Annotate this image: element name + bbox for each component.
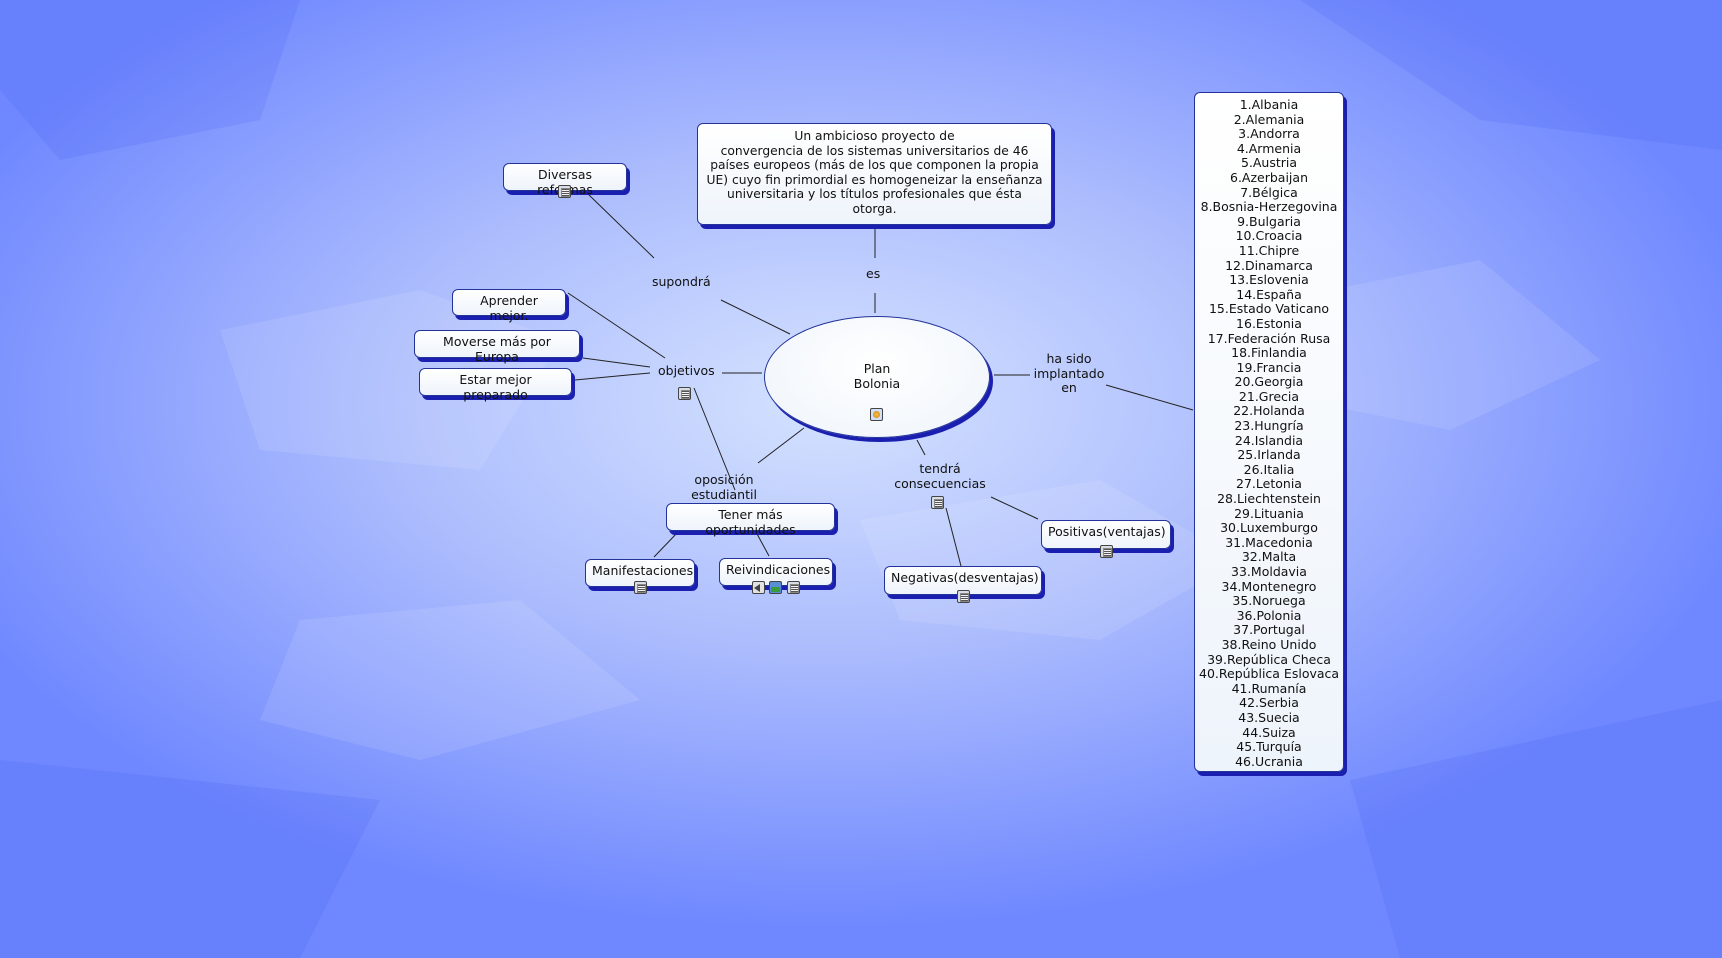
country-item: 34.Montenegro bbox=[1221, 578, 1317, 594]
concept-positivas[interactable]: Positivas(ventajas) bbox=[1041, 520, 1171, 549]
manifestaciones-document-icon[interactable] bbox=[634, 581, 647, 594]
country-item: 25.Irlanda bbox=[1237, 447, 1301, 463]
country-item: 26.Italia bbox=[1243, 461, 1295, 477]
concept-manifestaciones-label: Manifestaciones bbox=[592, 563, 694, 578]
phrase-tendra-line2: consecuencias bbox=[894, 475, 986, 491]
country-item: 33.Moldavia bbox=[1231, 564, 1307, 579]
definition-line2: convergencia de los sistemas universitar… bbox=[720, 143, 1029, 158]
concept-reivindicaciones-label: Reivindicaciones bbox=[726, 562, 831, 577]
concept-reivindicaciones[interactable]: Reivindicaciones bbox=[719, 558, 833, 586]
country-item: 40.República Eslovaca bbox=[1199, 666, 1340, 682]
country-item: 4.Armenia bbox=[1236, 140, 1302, 156]
country-item: 37.Portugal bbox=[1233, 622, 1305, 638]
negativas-document-icon[interactable] bbox=[957, 590, 970, 603]
country-item: 30.Luxemburgo bbox=[1220, 520, 1318, 536]
country-item: 38.Reino Unido bbox=[1221, 636, 1317, 652]
reivindicaciones-document-icon[interactable] bbox=[787, 581, 800, 594]
country-item: 45.Turquía bbox=[1236, 739, 1302, 755]
country-item: 44.Suiza bbox=[1242, 724, 1296, 740]
concept-negativas-label: Negativas(desventajas) bbox=[891, 570, 1039, 585]
country-item: 43.Suecia bbox=[1238, 709, 1300, 725]
concept-tener-oportunidades[interactable]: Tener más oportunidades bbox=[666, 503, 835, 536]
country-item: 15.Estado Vaticano bbox=[1208, 301, 1330, 317]
phrase-supondra[interactable]: supondrá bbox=[652, 274, 711, 289]
country-item: 11.Chipre bbox=[1238, 242, 1300, 258]
country-item: 21.Grecia bbox=[1238, 388, 1300, 404]
positivas-document-icon[interactable] bbox=[1100, 545, 1113, 558]
audio-icon[interactable] bbox=[752, 581, 765, 594]
concept-tener-oportunidades-label: Tener más oportunidades bbox=[705, 507, 796, 537]
phrase-implantado-line1: ha sido bbox=[1046, 351, 1092, 366]
country-item: 29.Lituania bbox=[1234, 505, 1304, 521]
country-item: 6.Azerbaijan bbox=[1230, 169, 1308, 185]
country-item: 31.Macedonia bbox=[1225, 534, 1313, 550]
country-item: 28.Liechtenstein bbox=[1217, 491, 1321, 507]
country-item: 1.Albania bbox=[1239, 97, 1299, 112]
country-item: 12.Dinamarca bbox=[1225, 257, 1313, 273]
phrase-oposicion-line2: estudiantil bbox=[691, 486, 757, 502]
country-item: 8.Bosnia-Herzegovina bbox=[1200, 199, 1338, 215]
phrase-es[interactable]: es bbox=[866, 266, 881, 281]
country-item: 17.Federación Rusa bbox=[1207, 330, 1331, 346]
definition-box[interactable]: Un ambicioso proyecto de convergencia de… bbox=[697, 123, 1052, 225]
country-item: 13.Eslovenia bbox=[1229, 272, 1309, 288]
country-item: 14.España bbox=[1236, 286, 1302, 302]
definition-line5: universitaria y los títulos profesionale… bbox=[727, 187, 1022, 216]
country-item: 46.Ucrania bbox=[1235, 753, 1303, 769]
phrase-tendra[interactable]: tendrá consecuencias bbox=[891, 461, 989, 491]
definition-line3: países europeos (más de los que componen… bbox=[710, 158, 1039, 173]
country-item: 7.Bélgica bbox=[1240, 184, 1298, 200]
concept-positivas-label: Positivas(ventajas) bbox=[1048, 524, 1166, 539]
concept-map-icon[interactable] bbox=[870, 408, 883, 421]
tendra-document-icon[interactable] bbox=[931, 496, 944, 509]
phrase-implantado[interactable]: ha sido implantado en bbox=[1030, 351, 1108, 396]
definition-line1: Un ambicioso proyecto de bbox=[794, 129, 955, 143]
country-item: 9.Bulgaria bbox=[1237, 213, 1301, 229]
concept-moverse-europa-label: Moverse más por Europa bbox=[443, 334, 551, 364]
concept-aprender-mejor-label: Aprender mejor. bbox=[480, 293, 538, 323]
phrase-implantado-line3: en bbox=[1061, 380, 1077, 395]
country-item: 35.Noruega bbox=[1232, 593, 1306, 609]
phrase-objetivos[interactable]: objetivos bbox=[658, 363, 715, 378]
country-item: 18.Finlandia bbox=[1231, 345, 1307, 361]
country-item: 20.Georgia bbox=[1234, 374, 1304, 390]
concept-aprender-mejor[interactable]: Aprender mejor. bbox=[452, 289, 566, 322]
concept-moverse-europa[interactable]: Moverse más por Europa bbox=[414, 330, 580, 363]
country-item: 23.Hungría bbox=[1234, 418, 1304, 434]
reformas-document-icon[interactable] bbox=[558, 185, 571, 198]
objetivos-document-icon[interactable] bbox=[678, 387, 691, 400]
phrase-implantado-line2: implantado bbox=[1033, 365, 1105, 381]
country-item: 16.Estonia bbox=[1236, 315, 1302, 331]
country-item: 27.Letonia bbox=[1236, 476, 1302, 492]
phrase-tendra-line1: tendrá bbox=[919, 461, 961, 476]
country-item: 39.República Checa bbox=[1207, 651, 1331, 667]
country-item: 10.Croacia bbox=[1235, 228, 1303, 244]
country-item: 22.Holanda bbox=[1233, 403, 1305, 419]
country-item: 2.Alemania bbox=[1233, 111, 1305, 127]
country-item: 42.Serbia bbox=[1239, 695, 1299, 711]
country-item: 36.Polonia bbox=[1236, 607, 1302, 623]
central-concept-line1: Plan bbox=[863, 361, 891, 376]
concept-estar-preparado[interactable]: Estar mejor preparado bbox=[419, 368, 572, 401]
concept-negativas[interactable]: Negativas(desventajas) bbox=[884, 566, 1042, 595]
country-item: 24.Islandia bbox=[1234, 432, 1304, 448]
definition-line4: UE) cuyo fin primordial es homogeneizar … bbox=[706, 172, 1043, 187]
country-item: 19.Francia bbox=[1236, 359, 1302, 375]
country-item: 5.Austria bbox=[1240, 155, 1298, 171]
image-icon[interactable] bbox=[769, 581, 782, 594]
country-item: 3.Andorra bbox=[1238, 126, 1300, 142]
phrase-oposicion[interactable]: oposición estudiantil bbox=[688, 472, 760, 502]
country-item: 32.Malta bbox=[1241, 549, 1297, 565]
phrase-oposicion-line1: oposición bbox=[694, 472, 754, 487]
concept-estar-preparado-label: Estar mejor preparado bbox=[459, 372, 532, 402]
central-concept-plan-bolonia[interactable]: Plan Bolonia bbox=[764, 316, 990, 438]
central-concept-line2: Bolonia bbox=[853, 375, 901, 391]
country-item: 41.Rumanía bbox=[1231, 680, 1307, 696]
